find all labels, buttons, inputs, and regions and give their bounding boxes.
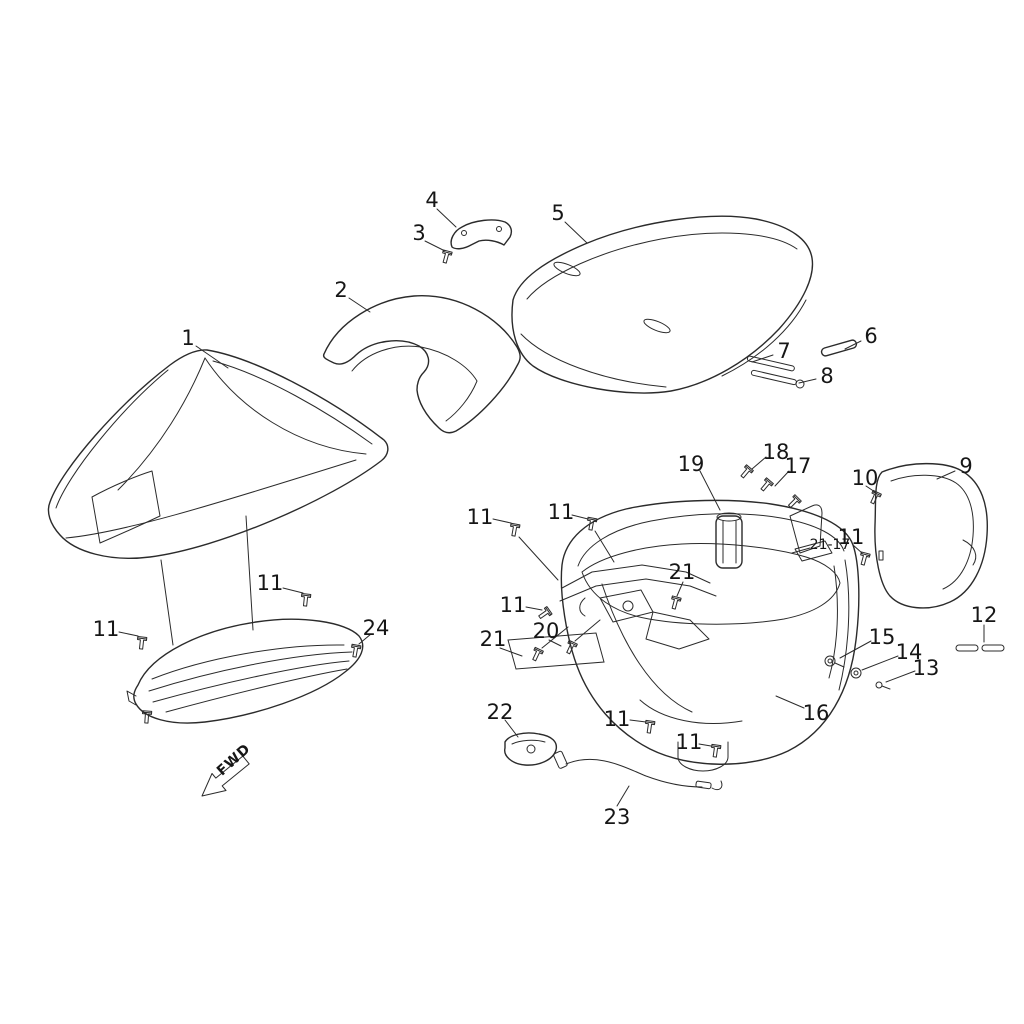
part-16-storage-box <box>560 499 860 772</box>
callout-11-c: 11 <box>837 525 865 549</box>
callout-21-b: 21 <box>479 627 507 651</box>
callout-11-e: 11 <box>499 593 527 617</box>
callout-18: 18 <box>762 440 790 464</box>
part-24-under-tray <box>126 515 364 724</box>
callout-22: 22 <box>486 700 514 724</box>
part-1-seat-cover <box>47 349 389 559</box>
callout-11-h: 11 <box>675 730 703 754</box>
callout-14: 14 <box>895 640 923 664</box>
fwd-arrow <box>201 755 250 797</box>
callout-19: 19 <box>677 452 705 476</box>
callout-5: 5 <box>551 201 565 225</box>
part-18-bolt <box>738 464 754 481</box>
part-3-screw <box>439 249 453 265</box>
part-8-rod <box>750 369 805 389</box>
callout-11-f: 11 <box>92 617 120 641</box>
callout-11-d: 11 <box>256 571 284 595</box>
callout-10: 10 <box>851 466 879 490</box>
callout-12: 12 <box>970 603 998 627</box>
callout-23: 23 <box>603 805 631 829</box>
callout-16: 16 <box>802 701 830 725</box>
callout-7: 7 <box>777 339 791 363</box>
part-6-pin <box>820 339 858 357</box>
part-7-rod <box>746 355 795 372</box>
callout-15: 15 <box>868 625 896 649</box>
part-14-nut <box>850 667 862 679</box>
part-15-bolt <box>824 655 845 668</box>
part-13-screw <box>875 681 891 690</box>
callout-13: 13 <box>912 656 940 680</box>
callout-11-a: 11 <box>466 505 494 529</box>
part-5-seat-base <box>511 215 814 394</box>
callout-9: 9 <box>959 454 973 478</box>
callout-11-g: 11 <box>603 707 631 731</box>
part-23-cable <box>553 750 723 791</box>
callout-17: 17 <box>784 454 812 478</box>
leader-lines <box>118 208 985 807</box>
part-10-screw <box>867 489 882 506</box>
callout-6: 6 <box>864 324 878 348</box>
callout-24: 24 <box>362 616 390 640</box>
part-22-latch-plate <box>504 732 558 766</box>
part-9-side-panel <box>874 462 988 609</box>
part-2-seat-frame <box>322 295 521 434</box>
assembly-ref-label: 21-17 <box>809 537 851 553</box>
part-20-latch-frame <box>559 564 717 650</box>
callout-21-a: 21 <box>668 560 696 584</box>
callout-20: 20 <box>532 619 560 643</box>
callout-8: 8 <box>820 364 834 388</box>
callout-2: 2 <box>334 278 348 302</box>
part-19-canister <box>715 512 743 569</box>
detail-box-20-21 <box>507 530 615 670</box>
part-17-bolt <box>758 477 802 511</box>
callout-11-b: 11 <box>547 500 575 524</box>
callout-4: 4 <box>425 188 439 212</box>
part-12-pins <box>955 644 1005 652</box>
callout-3: 3 <box>412 221 426 245</box>
part-4-bracket <box>450 219 513 250</box>
callout-1: 1 <box>181 326 195 350</box>
